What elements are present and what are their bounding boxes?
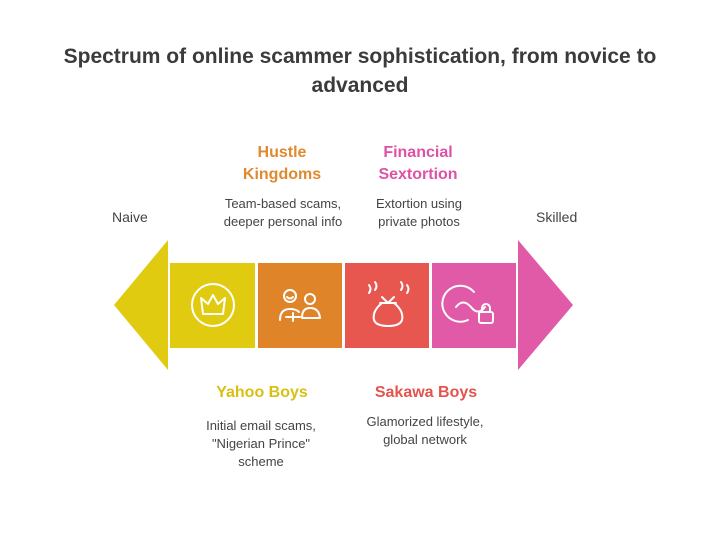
sextortion-title-line-1: Financial xyxy=(383,144,453,161)
sakawa-boys-description: Glamorized lifestyle, global network xyxy=(340,413,510,449)
sextortion-desc-line-2: private photos xyxy=(378,214,460,229)
sextortion-desc-line-1: Extortion using xyxy=(376,196,462,211)
yahoo-desc-line-3: scheme xyxy=(238,454,284,469)
sakawa-desc-line-1: Glamorized lifestyle, xyxy=(366,414,484,429)
hustle-kingdoms-title: Hustle Kingdoms xyxy=(202,142,362,186)
sakawa-boys-title: Sakawa Boys xyxy=(346,382,506,404)
yahoo-boys-title: Yahoo Boys xyxy=(182,382,342,404)
segment-sakawa-boys xyxy=(345,263,429,348)
hustle-title-line-1: Hustle xyxy=(257,144,307,161)
sakawa-desc-line-2: global network xyxy=(383,432,467,447)
sextortion-title-line-2: Sextortion xyxy=(378,166,458,183)
crown-icon xyxy=(191,283,235,327)
financial-sextortion-title: Financial Sextortion xyxy=(338,142,498,186)
sakawa-title-line-1: Sakawa Boys xyxy=(374,384,478,401)
hustle-kingdoms-description: Team-based scams, deeper personal info xyxy=(198,195,368,231)
title-line-2: advanced xyxy=(311,74,409,97)
segment-hustle-kingdoms xyxy=(258,263,342,348)
team-key-icon xyxy=(279,289,321,322)
skilled-label: Skilled xyxy=(536,209,578,225)
yahoo-boys-description: Initial email scams, "Nigerian Prince" s… xyxy=(176,417,346,471)
yahoo-title-line-1: Yahoo Boys xyxy=(216,384,308,401)
diagram-title: Spectrum of online scammer sophisticatio… xyxy=(0,42,720,100)
lock-eye-icon xyxy=(441,284,494,324)
left-arrowhead xyxy=(114,240,168,370)
title-line-1: Spectrum of online scammer sophisticatio… xyxy=(63,45,657,68)
yahoo-desc-line-2: "Nigerian Prince" xyxy=(211,436,311,451)
segment-financial-sextortion xyxy=(432,263,516,348)
right-arrowhead xyxy=(518,240,573,370)
naive-label: Naive xyxy=(112,209,148,225)
money-bag-icon xyxy=(368,281,410,327)
hustle-desc-line-1: Team-based scams, xyxy=(224,196,342,211)
yahoo-desc-line-1: Initial email scams, xyxy=(206,418,316,433)
hustle-desc-line-2: deeper personal info xyxy=(223,214,343,229)
financial-sextortion-description: Extortion using private photos xyxy=(334,195,504,231)
segment-yahoo-boys xyxy=(170,263,255,348)
hustle-title-line-2: Kingdoms xyxy=(242,166,322,183)
